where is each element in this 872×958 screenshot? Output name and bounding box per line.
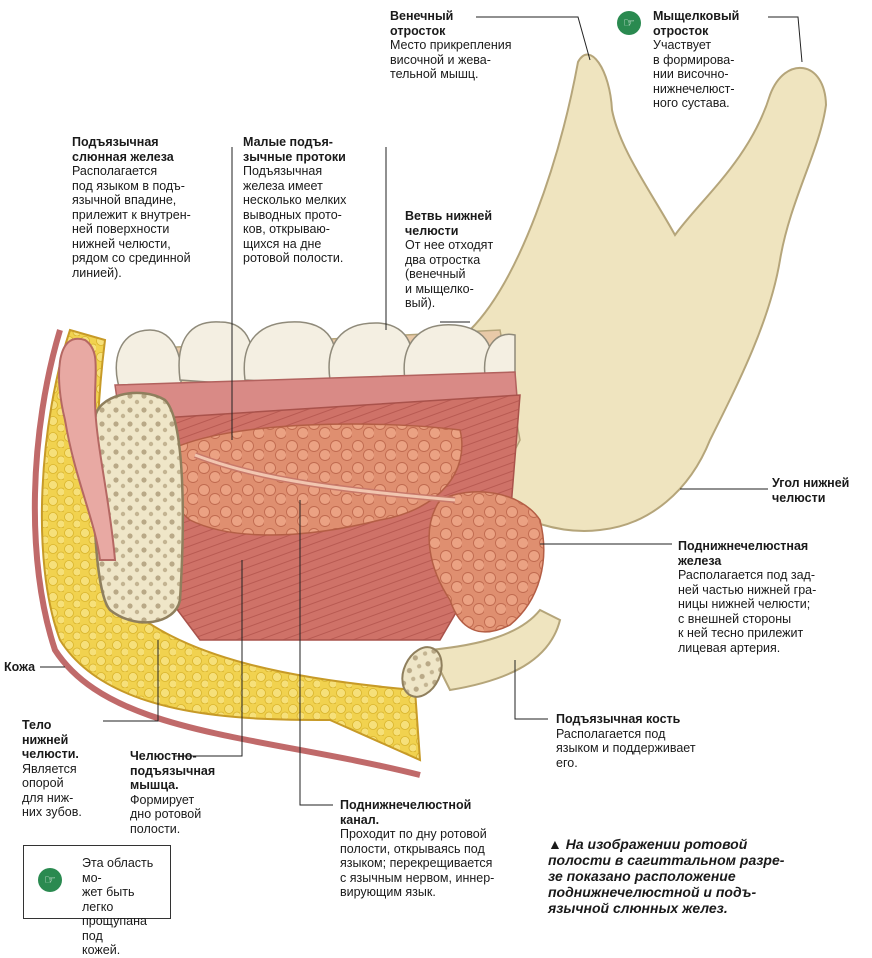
leader-lines	[40, 16, 803, 806]
figure-caption: ▲ На изображении ротовой полости в сагит…	[548, 836, 785, 916]
label-skin: Кожа	[4, 660, 36, 674]
mandible-ramus	[468, 53, 828, 532]
mandible-cross-section	[92, 391, 185, 624]
submandibular-gland	[428, 491, 545, 633]
pointing-hand-icon: ☞	[617, 11, 641, 35]
lower-lip	[58, 337, 117, 561]
sublingual-gland	[164, 423, 463, 536]
label-mylohyoid-muscle: Челюстно- подъязычная мышца.Формирует дн…	[130, 749, 216, 836]
label-mandible-angle: Угол нижней челюсти	[772, 476, 850, 505]
pointing-hand-icon: ☞	[38, 868, 62, 892]
teeth	[115, 321, 516, 391]
skin-outline	[31, 329, 421, 778]
hyoid-bone	[428, 608, 562, 692]
palpation-note-box: ☞ Эта область мо- жет быть легко прощупа…	[23, 845, 171, 957]
label-mandible-body: Тело нижней челюсти.Является опорой для …	[22, 718, 82, 819]
hyoid-cross-section	[401, 646, 443, 698]
anatomy-illustration	[31, 16, 828, 806]
palpation-note-text: Эта область мо- жет быть легко прощупана…	[82, 856, 154, 957]
label-submandibular-duct: Поднижнечелюстной канал.Проходит по дну …	[340, 798, 495, 899]
